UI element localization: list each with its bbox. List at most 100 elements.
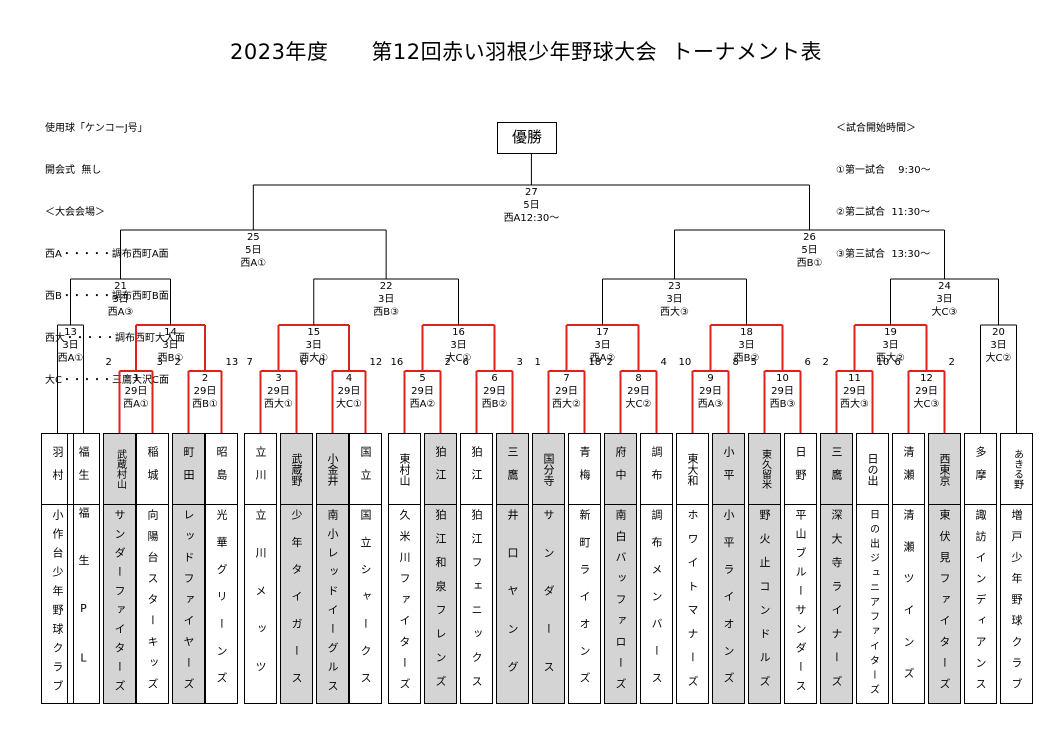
- match-no: 25: [246, 232, 260, 243]
- team-name-cell: 国立シャークス: [350, 504, 381, 704]
- match-label-5: 5 29日西A②: [383, 372, 463, 411]
- team-city-cell: 稲城: [137, 434, 168, 505]
- team-city: 国立: [359, 446, 372, 492]
- team-column: 調布調布メンバース: [640, 433, 673, 704]
- score: 2: [948, 357, 955, 368]
- team-city: 国分寺: [542, 452, 555, 486]
- team-name: 野火止コンドルズ: [758, 509, 771, 699]
- team-name-cell: ホワイトマナーズ: [677, 504, 708, 704]
- team-city-cell: 青梅: [569, 434, 600, 505]
- team-city: 小平: [722, 446, 735, 492]
- team-name: 向陽台スターキッズ: [146, 509, 159, 699]
- score: 6: [804, 357, 811, 368]
- team-name: 立川メッツ: [254, 509, 267, 699]
- match-no: 9: [707, 373, 714, 384]
- match-day: 5日: [523, 200, 540, 211]
- team-name-cell: 立川メッツ: [245, 504, 276, 704]
- team-city: 小金井: [326, 452, 339, 486]
- team-name-cell: サンダーファイターズ: [104, 504, 135, 704]
- team-name-cell: 小平ライオンズ: [713, 504, 744, 704]
- team-city: 府中: [614, 446, 627, 492]
- team-name: 増戸少年野球クラブ: [1010, 509, 1023, 699]
- team-name-cell: 野火止コンドルズ: [749, 504, 780, 704]
- team-city: 青梅: [578, 446, 591, 492]
- match-no: 16: [452, 327, 465, 338]
- match-no: 1: [132, 373, 140, 384]
- team-city: 武蔵村山: [114, 449, 126, 489]
- team-name-cell: 平山ブルーサンダース: [785, 504, 816, 704]
- team-city: 東久留米: [759, 449, 771, 489]
- team-name: 南白バッファローズ: [614, 509, 627, 699]
- match-venue: 西B③: [769, 399, 796, 410]
- note-line: ①第一試合 9:30〜: [836, 165, 931, 176]
- champion-box: 優勝: [497, 122, 557, 154]
- team-name: 狛江和泉フレンズ: [434, 509, 447, 699]
- match-day: 29日: [411, 386, 434, 397]
- note-line: ②第二試合 11:30〜: [836, 207, 931, 218]
- match-no: 20: [992, 327, 1005, 338]
- team-city: 稲城: [146, 446, 159, 492]
- match-no: 8: [635, 373, 642, 384]
- note-line: ＜大会会場＞: [45, 207, 105, 218]
- team-column: 日の出日の出ジュニアファイターズ: [856, 433, 889, 704]
- score: 6: [300, 357, 307, 368]
- team-city-cell: 羽村: [42, 434, 73, 505]
- match-day: 29日: [771, 386, 794, 397]
- score: 2: [174, 357, 181, 368]
- team-name: サンダーファイターズ: [113, 509, 126, 699]
- match-no: 18: [740, 327, 753, 338]
- team-city-cell: 狛江: [461, 434, 492, 505]
- team-column: 西東京東伏見ファイターズ: [928, 433, 961, 704]
- match-venue: 西A②: [409, 399, 436, 410]
- team-name-cell: 増戸少年野球クラブ: [1001, 504, 1032, 704]
- team-name: 清瀬ツインズ: [902, 509, 915, 699]
- team-column: 国立国立シャークス: [349, 433, 382, 704]
- team-city-cell: 狛江: [425, 434, 456, 505]
- start-time-notes: ＜試合開始時間＞ ①第一試合 9:30〜 ②第二試合 11:30〜 ③第三試合 …: [836, 94, 931, 290]
- match-no: 19: [884, 327, 897, 338]
- match-day: 29日: [267, 386, 290, 397]
- team-name-cell: 諏訪インディアンス: [965, 504, 996, 704]
- match-day: 3日: [936, 294, 953, 305]
- match-no: 17: [596, 327, 609, 338]
- team-city-cell: 清瀬: [893, 434, 924, 505]
- team-column: 稲城向陽台スターキッズ: [136, 433, 169, 704]
- team-city: 多摩: [974, 446, 987, 492]
- team-column: 福生福生PL: [67, 433, 100, 704]
- score: 1: [534, 357, 541, 368]
- match-day: 3日: [112, 294, 129, 305]
- match-day: 3日: [377, 294, 395, 305]
- team-name-cell: 新町ライオンズ: [569, 504, 600, 704]
- team-name-cell: 南白バッファローズ: [605, 504, 636, 704]
- team-city: 福生: [77, 446, 90, 492]
- score: 6: [462, 357, 469, 368]
- match-no: 5: [419, 373, 426, 384]
- team-name-cell: 福生PL: [68, 504, 99, 704]
- team-city: 東大和: [686, 452, 699, 486]
- match-venue: 大C③: [931, 307, 958, 318]
- team-column: 狛江狛江和泉フレンズ: [424, 433, 457, 704]
- team-city: 羽村: [51, 446, 64, 492]
- match-day: 3日: [738, 340, 755, 351]
- match-venue: 西大③: [840, 399, 869, 410]
- team-name: 少年タイガース: [290, 509, 303, 699]
- team-column: 青梅新町ライオンズ: [568, 433, 601, 704]
- team-city: 三鷹: [506, 446, 519, 492]
- match-venue: 西A③: [697, 399, 724, 410]
- match-no: 7: [563, 373, 570, 384]
- match-no: 21: [114, 281, 127, 292]
- match-day: 3日: [882, 340, 899, 351]
- team-column: 多摩諏訪インディアンス: [964, 433, 997, 704]
- score: 7: [246, 357, 253, 368]
- match-no: 26: [803, 232, 816, 243]
- team-name-cell: 日の出ジュニアファイターズ: [857, 504, 888, 704]
- team-city: 狛江: [434, 446, 447, 492]
